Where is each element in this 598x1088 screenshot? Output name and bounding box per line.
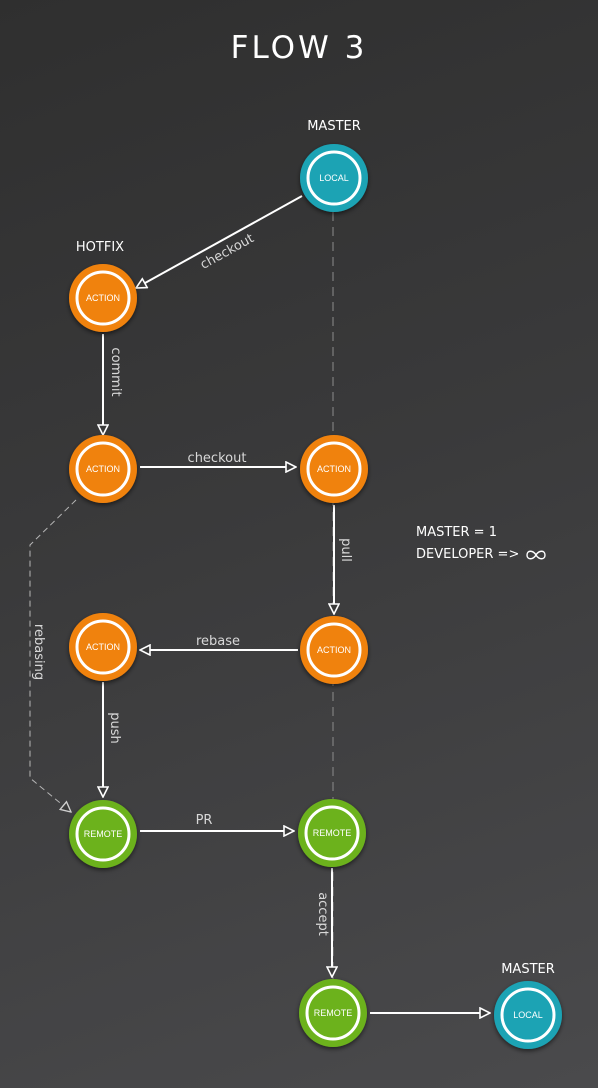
legend-developer-row: DEVELOPER =>	[416, 544, 549, 566]
header-master-bottom: MASTER	[501, 962, 555, 977]
node-label: REMOTE	[313, 828, 352, 838]
edge-label-push: push	[107, 712, 122, 744]
legend-master: MASTER = 1	[416, 525, 497, 540]
rebasing-edge	[29, 499, 77, 812]
edge-label-rebasing: rebasing	[31, 624, 46, 680]
edge-label-rebase: rebase	[196, 634, 240, 649]
node-local-top: LOCAL	[300, 144, 368, 212]
node-label: LOCAL	[319, 173, 349, 183]
node-local-bottom: LOCAL	[494, 981, 562, 1049]
node-label: REMOTE	[84, 829, 123, 839]
node-master-action-2: ACTION	[300, 616, 368, 684]
node-label: ACTION	[86, 293, 120, 303]
node-label: LOCAL	[513, 1010, 543, 1020]
legend: MASTER = 1 DEVELOPER =>	[416, 522, 549, 566]
node-label: ACTION	[86, 642, 120, 652]
node-hotfix-action-2: ACTION	[69, 435, 137, 503]
edge-label-commit: commit	[108, 347, 123, 396]
legend-developer: DEVELOPER =>	[416, 547, 520, 562]
edge-label-accept: accept	[315, 892, 330, 936]
node-hotfix-action-3: ACTION	[69, 613, 137, 681]
header-master-top: MASTER	[307, 119, 361, 134]
node-label: REMOTE	[314, 1008, 353, 1018]
edge-label-pr: PR	[196, 813, 213, 828]
edge-label-pull: pull	[338, 538, 353, 562]
edge-label-checkout-2: checkout	[188, 451, 247, 466]
node-hotfix-action-1: ACTION	[69, 264, 137, 332]
node-master-action-1: ACTION	[300, 435, 368, 503]
diagram-title: FLOW 3	[230, 30, 368, 66]
infinity-icon	[526, 550, 547, 560]
node-label: ACTION	[317, 645, 351, 655]
node-label: ACTION	[86, 464, 120, 474]
node-label: ACTION	[317, 464, 351, 474]
header-hotfix: HOTFIX	[76, 240, 124, 255]
checkout-edge-1	[136, 195, 303, 289]
node-remote-bottom: REMOTE	[299, 979, 367, 1047]
node-remote-mid: REMOTE	[298, 799, 366, 867]
node-remote-left: REMOTE	[69, 800, 137, 868]
